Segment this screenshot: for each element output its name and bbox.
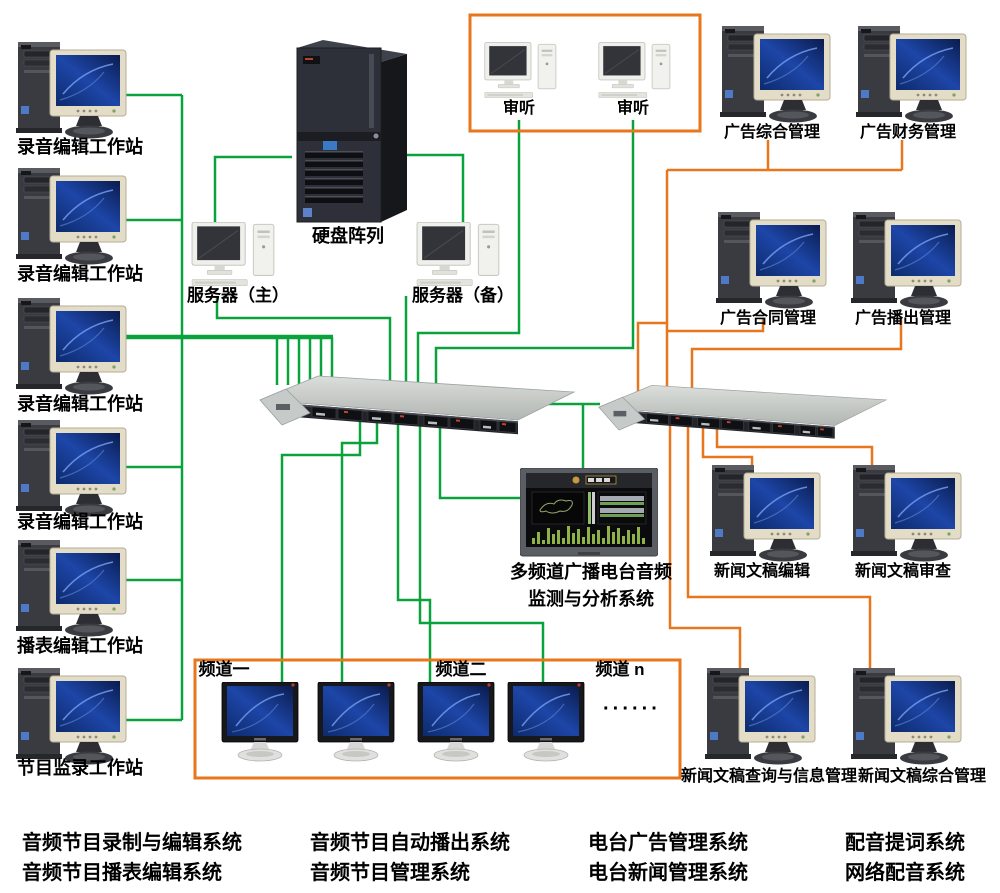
channel-monitor-2 xyxy=(314,681,400,769)
desktop-pc-icon xyxy=(416,221,500,287)
server-main-label: 服务器（主） xyxy=(187,286,289,305)
workstation-recording-2: 录音编辑工作站 xyxy=(8,167,143,284)
workstation-label: 广告合同管理 xyxy=(719,310,817,327)
workstation-label: 录音编辑工作站 xyxy=(17,137,143,157)
workstation-recording-4: 录音编辑工作站 xyxy=(8,419,143,532)
rack-server-icon xyxy=(259,375,575,435)
lcd-monitor-icon xyxy=(417,681,495,762)
channel-monitor-1 xyxy=(218,681,304,769)
workstation-icon xyxy=(15,419,127,518)
disk-array: 硬盘阵列 xyxy=(283,38,408,246)
monitoring-label-line1: 多频道广播电台音频 xyxy=(510,562,672,582)
workstation-label: 广告播出管理 xyxy=(854,310,952,327)
audition-station-1: 审听 xyxy=(483,42,563,117)
desktop-pc-icon xyxy=(598,42,671,99)
audio-monitoring-display: 多频道广播电台音频 监测与分析系统 xyxy=(510,467,672,609)
server-backup-label: 服务器（备） xyxy=(412,286,514,305)
workstation-icon xyxy=(709,464,821,563)
workstation-icon xyxy=(850,464,962,563)
workstation-label: 广告综合管理 xyxy=(723,124,821,141)
monitoring-display-icon xyxy=(519,467,659,557)
workstation-icon xyxy=(715,211,827,310)
workstation-news-query: 新闻文稿查询与信息管理 xyxy=(681,667,857,785)
workstation-label: 录音编辑工作站 xyxy=(17,264,143,284)
monitoring-label-line2: 监测与分析系统 xyxy=(528,589,654,609)
desktop-pc-icon xyxy=(484,42,557,99)
audition-station-2: 审听 xyxy=(597,42,677,117)
workstation-recording-1: 录音编辑工作站 xyxy=(8,41,143,157)
lcd-monitor-icon xyxy=(221,681,299,762)
channel-ellipsis: ······ xyxy=(603,698,661,720)
legend-item: 电台广告管理系统 xyxy=(588,832,748,854)
legend-item: 音频节目播表编辑系统 xyxy=(22,862,222,884)
workstation-label: 播表编辑工作站 xyxy=(17,636,143,656)
workstation-label: 节目监录工作站 xyxy=(17,758,143,778)
channel-label-2: 频道二 xyxy=(435,660,487,679)
server-backup: 服务器（备） xyxy=(412,221,514,305)
channel-box-border xyxy=(193,658,682,780)
workstation-recording-3: 录音编辑工作站 xyxy=(8,297,143,414)
disk-array-label: 硬盘阵列 xyxy=(312,226,384,246)
workstation-program-monitor: 节目监录工作站 xyxy=(8,667,143,778)
legend-item: 网络配音系统 xyxy=(845,862,965,884)
workstation-label: 新闻文稿查询与信息管理 xyxy=(680,768,858,785)
legend-item: 配音提词系统 xyxy=(845,832,965,854)
disk-array-icon xyxy=(296,39,408,223)
workstation-news-general: 新闻文稿综合管理 xyxy=(843,667,986,785)
rack-server-management xyxy=(594,378,889,447)
audition-box-border xyxy=(468,13,702,133)
workstation-news-edit: 新闻文稿编辑 xyxy=(702,464,822,580)
legend-item: 音频节目管理系统 xyxy=(310,862,470,884)
workstation-icon xyxy=(15,539,127,638)
channel-label-n: 频道 n xyxy=(595,660,645,679)
workstation-label: 新闻文稿编辑 xyxy=(713,563,811,580)
rack-server-production xyxy=(256,368,576,443)
workstation-ad-contract: 广告合同管理 xyxy=(708,211,828,327)
workstation-label: 广告财务管理 xyxy=(859,124,957,141)
legend-item: 音频节目自动播出系统 xyxy=(310,832,510,854)
workstation-icon xyxy=(15,667,127,766)
audition-label: 审听 xyxy=(616,100,650,117)
legend-item: 音频节目录制与编辑系统 xyxy=(22,832,242,854)
lcd-monitor-icon xyxy=(507,681,585,762)
lcd-monitor-icon xyxy=(317,681,395,762)
legend-item: 电台新闻管理系统 xyxy=(588,862,748,884)
workstation-icon xyxy=(15,167,127,266)
workstation-icon xyxy=(15,41,127,140)
workstation-ad-general: 广告综合管理 xyxy=(712,25,832,141)
workstation-label: 录音编辑工作站 xyxy=(17,512,143,532)
workstation-icon xyxy=(719,25,831,124)
audition-label: 审听 xyxy=(502,100,536,117)
workstation-ad-broadcast: 广告播出管理 xyxy=(843,211,963,327)
workstation-icon xyxy=(855,25,967,124)
workstation-news-review: 新闻文稿审查 xyxy=(843,464,963,580)
workstation-playlist-edit: 播表编辑工作站 xyxy=(8,539,143,656)
workstation-icon xyxy=(850,667,962,766)
channel-monitor-3 xyxy=(414,681,500,769)
workstation-icon xyxy=(15,297,127,396)
channel-label-1: 频道一 xyxy=(198,660,250,679)
workstation-label: 录音编辑工作站 xyxy=(17,394,143,414)
workstation-icon xyxy=(850,211,962,310)
workstation-icon xyxy=(704,667,816,766)
workstation-label: 新闻文稿综合管理 xyxy=(857,768,987,785)
rack-server-icon xyxy=(598,384,887,440)
channel-monitor-4 xyxy=(504,681,590,769)
workstation-ad-finance: 广告财务管理 xyxy=(848,25,968,141)
workstation-label: 新闻文稿审查 xyxy=(854,563,952,580)
server-main: 服务器（主） xyxy=(187,221,289,305)
desktop-pc-icon xyxy=(191,221,275,287)
